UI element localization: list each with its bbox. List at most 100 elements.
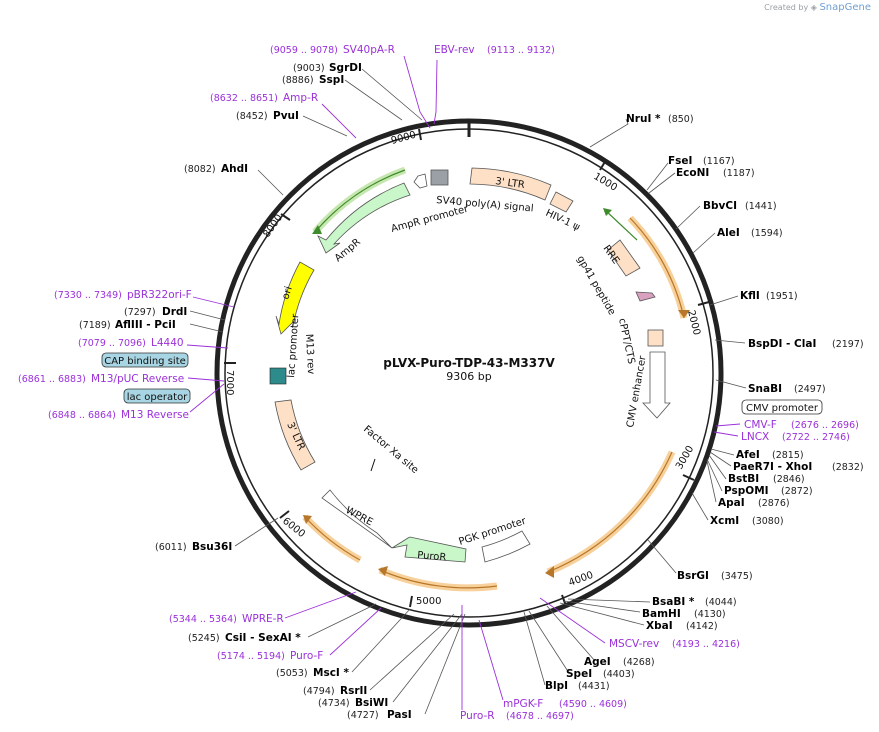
feature-3ltr-left xyxy=(274,399,316,471)
primer-ebv-rev-pos: (9113 .. 9132) xyxy=(487,45,555,56)
feature-lac-stack xyxy=(269,367,287,385)
feature-label-lac-promoter: lac promoter xyxy=(286,313,301,378)
feature-label-cppt: cPPT/CTS xyxy=(616,317,636,365)
site-alei-pos: (1594) xyxy=(751,228,783,239)
site-afliii-pcii: AflIII - PciI xyxy=(115,319,176,331)
site-snabi: SnaBI xyxy=(748,383,782,395)
plasmid-length: 9306 bp xyxy=(446,370,491,383)
site-msci-pos: (5053) xyxy=(276,668,308,679)
primer-cmv-f-pos: (2676 .. 2696) xyxy=(791,420,859,431)
site-bspdi-pos: (2197) xyxy=(832,339,864,350)
site-leaders xyxy=(189,68,747,715)
primer-amp-r: Amp-R xyxy=(283,92,318,104)
feature-label-cmv-enhancer: CMV enhancer xyxy=(625,354,649,428)
site-blpi: BlpI xyxy=(545,680,568,692)
site-bsrgi: BsrGI xyxy=(677,570,709,582)
primer-sv40pa-r: SV40pA-R xyxy=(343,44,395,56)
primer-pbr322ori-f-pos: (7330 .. 7349) xyxy=(54,290,122,301)
tick-label-4000: 4000 xyxy=(567,570,595,589)
primer-arcs xyxy=(302,166,690,592)
feature-wpre xyxy=(321,489,393,549)
site-spei: SpeI xyxy=(566,668,592,680)
primer-wpre-r-pos: (5344 .. 5364) xyxy=(169,614,237,625)
site-rsrii-pos: (4794) xyxy=(303,686,335,697)
primer-pbr322ori-f: pBR322ori-F xyxy=(127,289,192,301)
primer-mscv-rev: MSCV-rev xyxy=(609,638,659,650)
feature-puror xyxy=(391,536,467,563)
feature-3ltr-top xyxy=(469,167,552,201)
site-econi: EcoNI xyxy=(676,167,709,179)
site-afliii-pos: (7189) xyxy=(79,320,111,331)
plasmid-name: pLVX-Puro-TDP-43-M337V xyxy=(383,356,555,370)
primer-m13puc-rev: M13/pUC Reverse xyxy=(91,373,184,385)
feature-label-3ltr-top: 3' LTR xyxy=(495,176,526,191)
site-agei-pos: (4268) xyxy=(623,657,655,668)
site-pvui: PvuI xyxy=(273,110,299,122)
site-bsrgi-pos: (3475) xyxy=(721,571,753,582)
site-spei-pos: (4403) xyxy=(603,669,635,680)
feature-ampr xyxy=(317,182,411,254)
feature-sv40-box xyxy=(430,169,449,186)
feature-label-m13rev: M13 rev xyxy=(303,334,316,375)
site-bsabi: BsaBI * xyxy=(652,596,695,608)
site-paer7i-xhoi: PaeR7I - XhoI xyxy=(733,461,812,473)
cmv-promoter-label: CMV promoter xyxy=(746,403,819,414)
site-bsu36i: Bsu36I xyxy=(192,541,232,553)
site-bamhi: BamHI xyxy=(642,608,681,620)
site-afei-pos: (2815) xyxy=(772,450,804,461)
site-pasi-pos: (4727) xyxy=(347,710,379,721)
lac-operator-label: lac operator xyxy=(127,392,188,403)
credit-brand: SnapGene xyxy=(819,2,871,13)
site-bsu36i-pos: (6011) xyxy=(155,542,187,553)
site-afei: AfeI xyxy=(736,449,760,461)
primer-l4440: L4440 xyxy=(151,337,184,349)
site-rsrii: RsrII xyxy=(340,685,367,697)
cmv-promoter-box xyxy=(741,399,823,415)
credit-prefix: Created by xyxy=(764,3,809,12)
primer-m13-rev-pos: (6848 .. 6864) xyxy=(48,410,116,421)
site-apai-pos: (2876) xyxy=(758,498,790,509)
site-bsabi-pos: (4044) xyxy=(705,597,737,608)
site-apai: ApaI xyxy=(718,497,745,509)
primer-leaders xyxy=(186,55,741,710)
site-fsei-pos: (1167) xyxy=(703,156,735,167)
feature-label-puror: PuroR xyxy=(417,550,447,564)
tick-label-1000: 1000 xyxy=(591,171,618,194)
primer-m13-rev: M13 Reverse xyxy=(121,409,189,421)
site-xcmi: XcmI xyxy=(710,515,739,527)
site-bstbi-pos: (2846) xyxy=(773,474,805,485)
primer-puro-r: Puro-R xyxy=(460,710,495,722)
site-alei: AleI xyxy=(717,227,740,239)
snapgene-logo-icon: ◈ xyxy=(810,3,817,12)
site-sgrdi: SgrDI xyxy=(329,62,362,74)
site-bbvci: BbvCI xyxy=(703,200,737,212)
feature-rre xyxy=(607,239,641,277)
feature-ori xyxy=(275,261,315,335)
cap-binding-site-box xyxy=(101,352,189,368)
tick-label-7000: 7000 xyxy=(224,370,235,395)
primer-lncx: LNCX xyxy=(741,431,769,443)
credit: Created by ◈ SnapGene xyxy=(764,2,871,13)
site-pasi: PasI xyxy=(387,709,412,721)
site-drdi-pos: (7297) xyxy=(124,307,156,318)
site-bspdi-clai: BspDI - ClaI xyxy=(748,338,816,350)
primer-puro-f: Puro-F xyxy=(290,650,323,662)
lac-operator-box xyxy=(123,388,191,404)
site-nrui: NruI * xyxy=(626,113,661,125)
site-xcmi-pos: (3080) xyxy=(752,516,784,527)
site-fsei: FseI xyxy=(668,155,692,167)
primer-mscv-rev-pos: (4193 .. 4216) xyxy=(672,639,740,650)
site-agei: AgeI xyxy=(584,656,611,668)
feature-hiv-psi xyxy=(549,191,574,213)
site-paer7i-pos: (2832) xyxy=(832,462,864,473)
site-pspomi-pos: (2872) xyxy=(781,486,813,497)
site-ahdi: AhdI xyxy=(221,163,248,175)
site-bsiwi-pos: (4734) xyxy=(318,698,350,709)
feature-ampr-promoter xyxy=(413,173,428,189)
site-csii-pos: (5245) xyxy=(188,633,220,644)
feature-label-ori: ori xyxy=(280,285,294,301)
features xyxy=(269,167,671,563)
site-kfli: KflI xyxy=(740,290,760,302)
primer-lncx-pos: (2722 .. 2746) xyxy=(782,432,850,443)
